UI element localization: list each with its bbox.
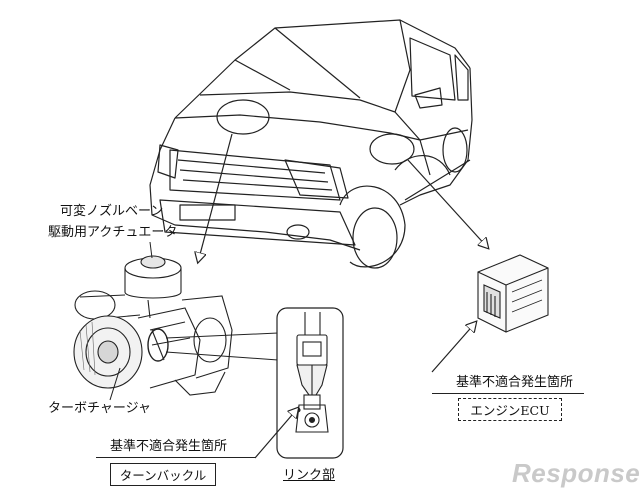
actuator-label-line2: 駆動用アクチュエータ xyxy=(48,225,178,240)
turnbuckle-rod-drawing xyxy=(295,312,329,433)
engine-ecu-label-box: エンジンECU xyxy=(458,398,562,421)
ecu-pointer-arrow xyxy=(431,322,476,373)
response-watermark: Response. xyxy=(512,458,640,488)
suv-drawing xyxy=(149,19,473,269)
engine-ecu-label: エンジンECU xyxy=(470,403,550,418)
turnbuckle-label-box: ターンバックル xyxy=(110,463,216,486)
nonconformity-rule-right xyxy=(432,393,584,394)
nonconformity-label-right: 基準不適合発生箇所 xyxy=(456,375,574,390)
link-detail-line-bottom xyxy=(165,351,279,361)
turbocharger-leader-line xyxy=(109,367,121,401)
turbocharger-label: ターボチャージャ xyxy=(48,401,151,416)
turnbuckle-pointer-arrow xyxy=(254,408,298,459)
actuator-leader-line xyxy=(149,241,153,259)
turbocharger-drawing xyxy=(73,255,233,396)
nonconformity-rule-left xyxy=(96,457,256,458)
actuator-label-line1: 可変ノズルベーン xyxy=(60,204,164,219)
nonconformity-label-left: 基準不適合発生箇所 xyxy=(110,439,228,454)
link-label: リンク部 xyxy=(283,468,336,483)
turnbuckle-label: ターンバックル xyxy=(119,468,207,483)
fender-callout-circle xyxy=(369,133,415,165)
turbo-callout-arrow xyxy=(198,133,233,262)
link-detail-line-top xyxy=(165,332,279,339)
engine-ecu-drawing xyxy=(477,254,549,333)
ecu-callout-arrow xyxy=(407,159,488,248)
hood-callout-circle xyxy=(216,99,270,135)
